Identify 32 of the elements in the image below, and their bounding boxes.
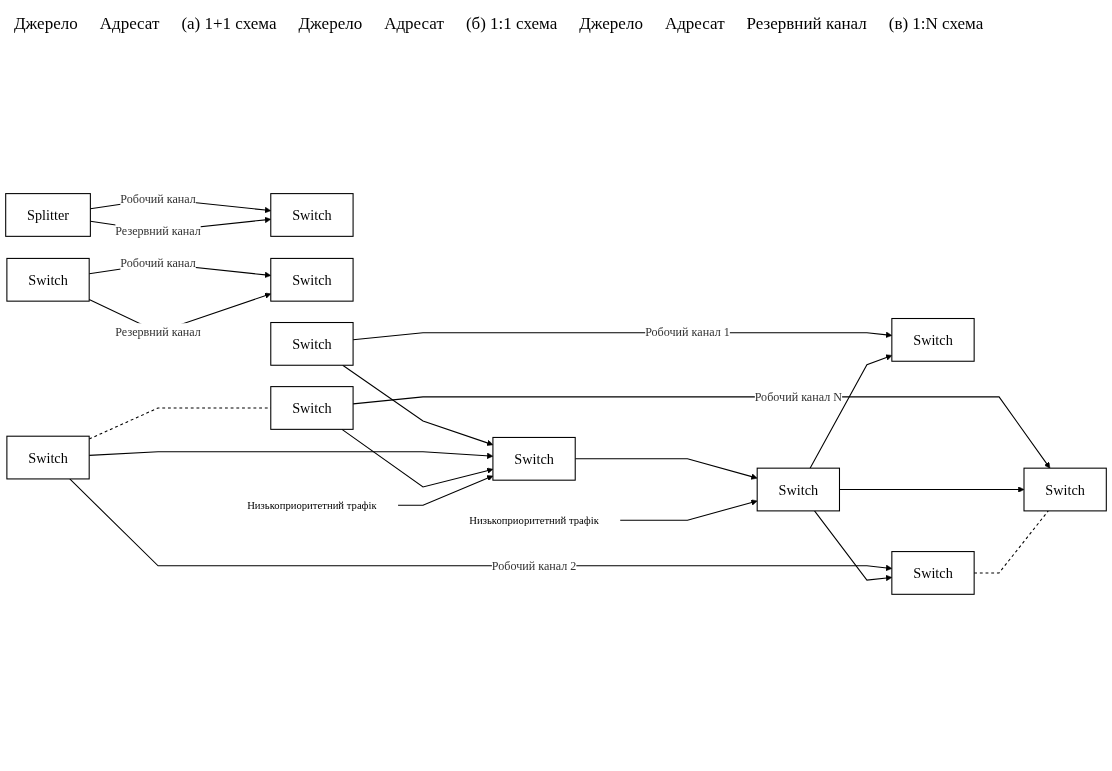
- edge-label: Робочий канал N: [754, 389, 842, 404]
- text-label: Адресат: [664, 14, 725, 34]
- node-box: Switch: [891, 317, 975, 362]
- node-text: Низькоприоритетний трафік: [469, 514, 599, 526]
- node-box: Switch: [6, 435, 90, 480]
- edge-label: Робочий канал 2: [491, 558, 577, 573]
- node-box: Switch: [1023, 467, 1107, 512]
- node-box: Switch: [270, 257, 354, 302]
- node-box: Switch: [270, 386, 354, 430]
- text-label: (б) 1:1 схема: [465, 14, 558, 34]
- text-label: Джерело: [14, 14, 78, 34]
- node-box: Switch: [6, 257, 90, 302]
- text-label: Джерело: [579, 14, 643, 34]
- node-box: Switch: [891, 551, 975, 595]
- node-box: Switch: [492, 436, 576, 481]
- edge-label: Робочий канал: [120, 191, 196, 206]
- node-text: Низькоприоритетний трафік: [247, 499, 377, 511]
- edge-label: Робочий канал 1: [645, 325, 730, 340]
- node-box: Splitter: [5, 193, 91, 237]
- text-label: Резервний канал: [746, 14, 867, 34]
- edge-label: Резервний канал: [115, 325, 201, 339]
- arrow: [619, 499, 758, 521]
- text-label: Джерело: [298, 14, 363, 34]
- text-label: (а) 1+1 схема: [181, 14, 277, 34]
- edge-label: Резервний канал: [115, 224, 201, 238]
- text-label: (в) 1:N схема: [888, 14, 984, 34]
- text-label: Адресат: [384, 14, 444, 34]
- text-label: Адресат: [99, 14, 160, 34]
- node-box: Switch: [270, 193, 354, 237]
- node-box: Switch: [756, 467, 841, 512]
- edge-label: Робочий канал: [120, 256, 196, 271]
- node-box: Switch: [270, 322, 354, 366]
